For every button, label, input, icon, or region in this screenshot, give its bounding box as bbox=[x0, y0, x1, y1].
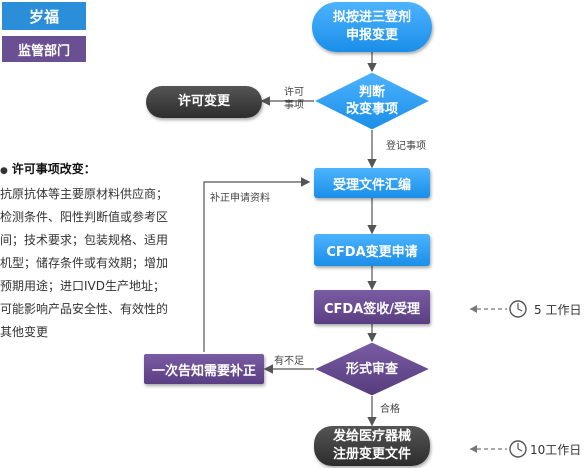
side-note-line: 检测条件、阳性判断值或参考区 bbox=[0, 210, 169, 224]
permit-edge-line2: 事项 bbox=[284, 100, 304, 111]
start-line2: 申报变更 bbox=[345, 28, 398, 43]
permit-change-node: 许可变更 bbox=[146, 86, 262, 118]
start-line1: 拟按进三登剂 bbox=[332, 10, 411, 25]
issue-line1: 发给医疗器械 bbox=[332, 429, 411, 444]
side-note-line: 其他变更 bbox=[0, 325, 49, 339]
side-note-line: 抗原抗体等主要原材料供应商； bbox=[0, 187, 169, 201]
cfda-apply-node: CFDA变更申请 bbox=[314, 234, 430, 266]
permit-edge-line1: 许可 bbox=[284, 87, 304, 98]
side-note-line: 机型；储存条件或有效期；增加 bbox=[0, 256, 169, 270]
side-note-title: 许可事项改变： bbox=[11, 162, 96, 176]
supplement-edge-label: 补正申请资料 bbox=[210, 193, 270, 204]
insufficient-edge-label: 有不足 bbox=[274, 356, 304, 367]
issue-line2: 注册变更文件 bbox=[332, 447, 411, 462]
side-note-title-row: ● 许可事项改变： bbox=[0, 158, 200, 183]
qualified-edge-label: 合格 bbox=[380, 404, 400, 415]
legend-applicant: 岁福 bbox=[2, 2, 86, 30]
permit-edge-label: 许可 事项 bbox=[284, 86, 304, 112]
cfda-accept-days: 5 工作日 bbox=[534, 303, 582, 317]
clock-icon bbox=[509, 440, 527, 458]
judge-line1: 判断 bbox=[358, 85, 385, 100]
arrow-notify-accept bbox=[203, 177, 311, 352]
side-note-line: 可能影响产品安全性、有效性的 bbox=[0, 302, 169, 316]
clock-icon bbox=[509, 300, 527, 318]
issue-node: 发给医疗器械 注册变更文件 bbox=[314, 426, 430, 466]
bullet-icon: ● bbox=[0, 166, 8, 176]
judge-label: 判断 改变事项 bbox=[314, 80, 430, 122]
start-node: 拟按进三登剂 申报变更 bbox=[312, 2, 432, 52]
accept-node: 受理文件汇编 bbox=[314, 168, 430, 198]
side-note: ● 许可事项改变： 抗原抗体等主要原材料供应商； 检测条件、阳性判断值或参考区 … bbox=[0, 158, 200, 344]
cfda-accept-node: CFDA签收/受理 bbox=[314, 290, 430, 324]
issue-days: 10工作日 bbox=[530, 443, 582, 457]
review-label: 形式审查 bbox=[345, 361, 398, 377]
judge-line2: 改变事项 bbox=[345, 102, 398, 117]
register-edge-label: 登记事项 bbox=[386, 141, 426, 152]
side-note-line: 预期用途；进口IVD生产地址； bbox=[0, 279, 165, 293]
side-note-line: 间；技术要求；包装规格、适用 bbox=[0, 233, 169, 247]
legend-regulator: 监管部门 bbox=[2, 36, 86, 62]
notify-supplement-node: 一次告知需要补正 bbox=[144, 354, 264, 384]
